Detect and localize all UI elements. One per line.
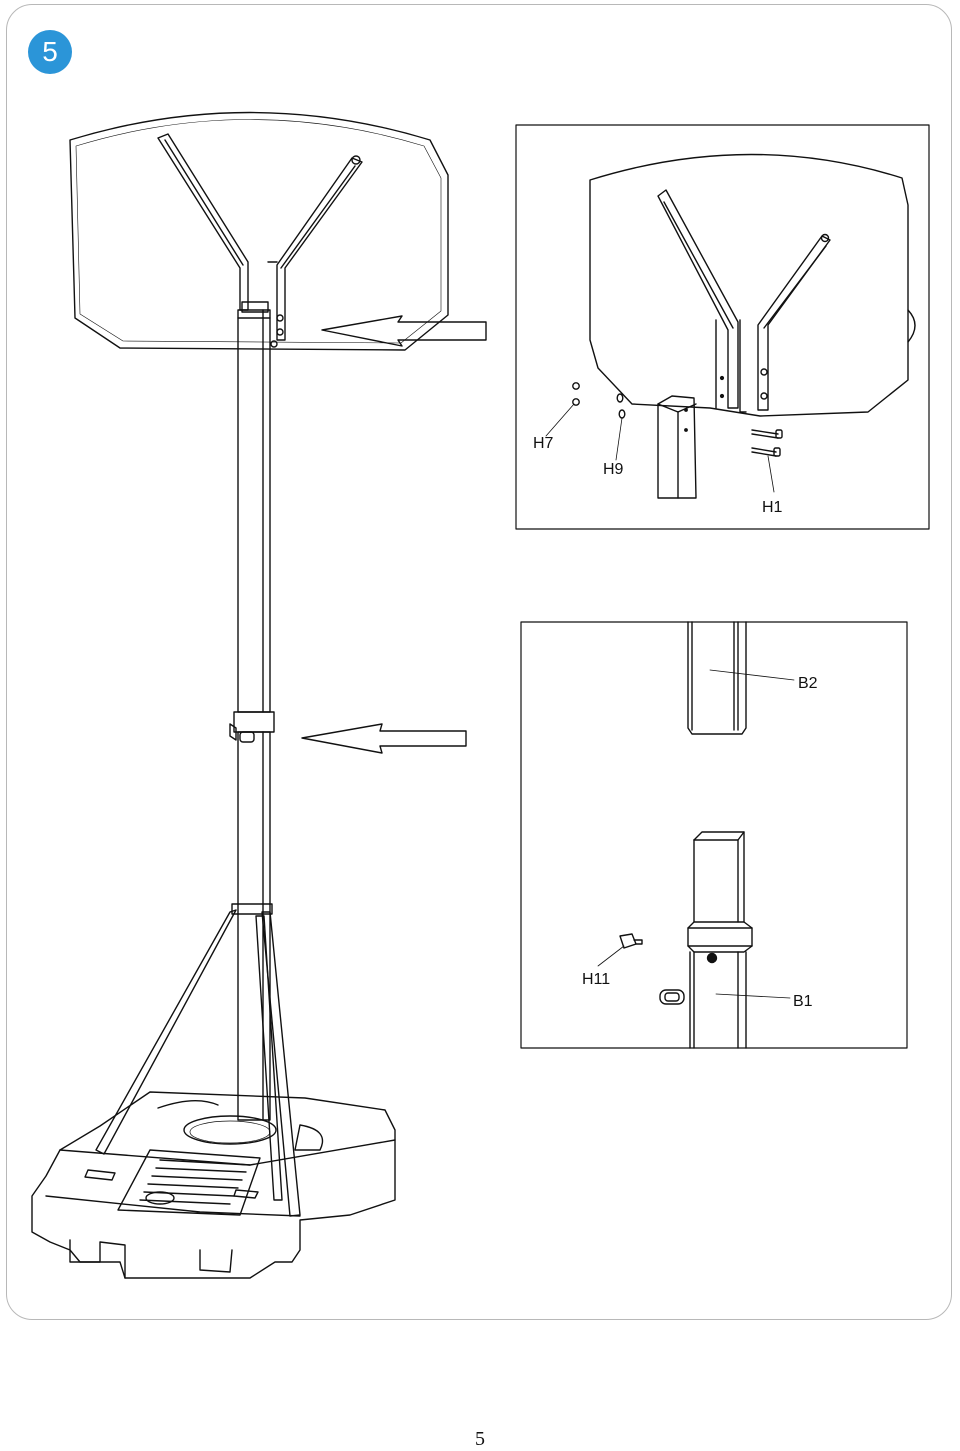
label-h7: H7	[533, 435, 554, 452]
label-b2: B2	[798, 675, 818, 692]
support-struts	[95, 909, 301, 1217]
detail-pole-connection	[520, 621, 908, 1049]
lower-pole	[231, 731, 273, 1121]
detail-backboard-mount	[515, 124, 930, 530]
backboard	[69, 111, 449, 351]
step-number-badge: 5	[28, 30, 72, 74]
base	[31, 1091, 396, 1279]
backboard-brace	[157, 133, 363, 348]
label-h1: H1	[762, 499, 783, 516]
upper-pole	[237, 301, 271, 713]
label-h9: H9	[603, 461, 624, 478]
page-frame	[6, 4, 952, 1320]
arrow-icon	[301, 315, 487, 754]
label-h11: H11	[582, 971, 610, 988]
label-b1: B1	[793, 993, 813, 1010]
page-number: 5	[475, 1428, 485, 1450]
pole-collar	[229, 711, 275, 743]
main-assembly	[31, 111, 487, 1279]
